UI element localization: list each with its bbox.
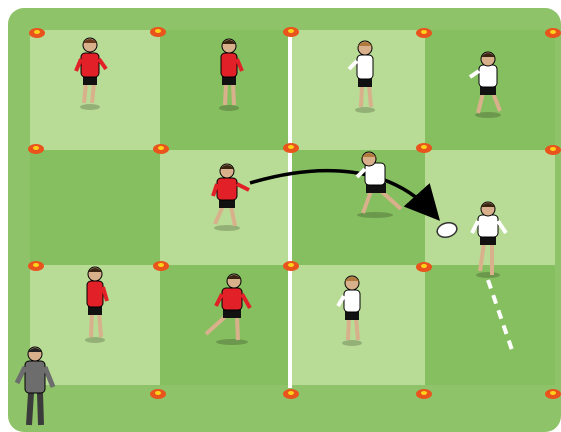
cone-marker bbox=[416, 389, 432, 399]
cone-marker bbox=[283, 389, 299, 399]
cone-marker bbox=[416, 28, 432, 38]
cone-marker bbox=[416, 262, 432, 272]
cone-marker bbox=[545, 28, 561, 38]
cone-marker bbox=[28, 144, 44, 154]
cone-marker bbox=[545, 389, 561, 399]
grid-square bbox=[290, 150, 425, 265]
cone-marker bbox=[283, 143, 299, 153]
cone-marker bbox=[153, 144, 169, 154]
cone-marker bbox=[28, 261, 44, 271]
cone-marker bbox=[283, 261, 299, 271]
grid-squares bbox=[30, 30, 555, 385]
cone-marker bbox=[545, 145, 561, 155]
cone-marker bbox=[283, 27, 299, 37]
cone-marker bbox=[150, 389, 166, 399]
cone-marker bbox=[153, 261, 169, 271]
grid-square bbox=[160, 265, 290, 385]
grid-square bbox=[30, 150, 160, 265]
cone-marker bbox=[416, 143, 432, 153]
cone-marker bbox=[150, 27, 166, 37]
cone-marker bbox=[29, 28, 45, 38]
